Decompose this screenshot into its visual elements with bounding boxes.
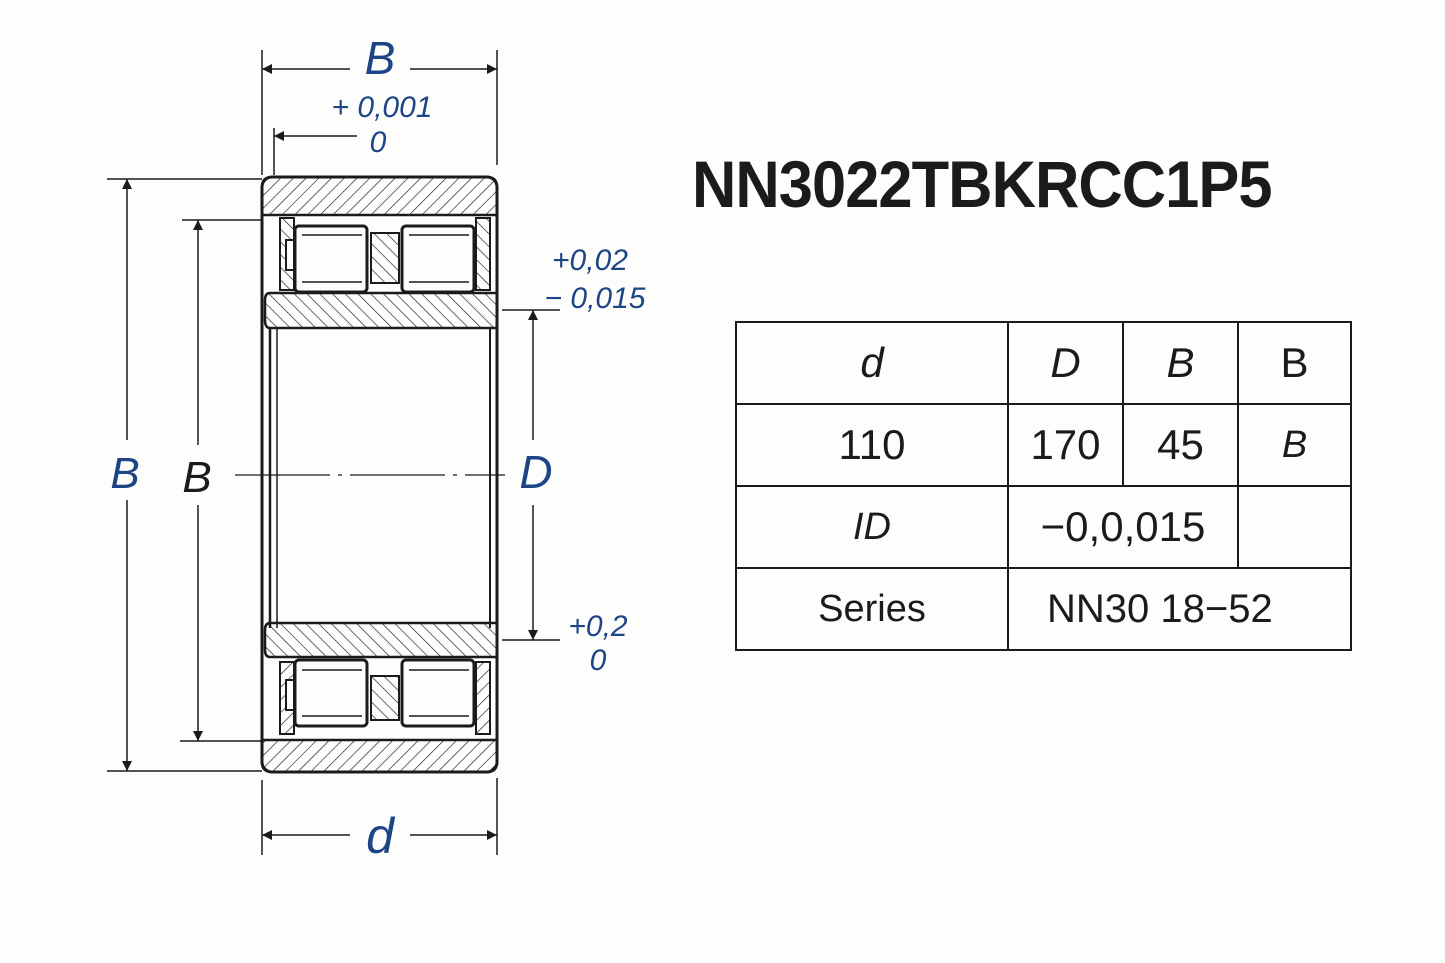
right-tolerance-bottom-upper: +0,2 <box>568 610 628 643</box>
upper-outer-ring <box>260 175 499 217</box>
cell-B-value: 45 <box>1122 403 1239 487</box>
lower-roller-right <box>400 658 476 728</box>
table-header-row: d D B B <box>735 321 1352 405</box>
cell-tolerance-extra <box>1237 485 1352 569</box>
header-B: B <box>1122 321 1239 405</box>
header-B-2: B <box>1237 321 1352 405</box>
cell-tolerance-value: −0,0,015 <box>1007 485 1239 569</box>
cell-B-symbol: B <box>1237 403 1352 487</box>
cell-tolerance-label: ID <box>735 485 1009 569</box>
cell-series-value: NN30 18−52 <box>1007 567 1352 651</box>
table-row: Series NN30 18−52 <box>735 567 1352 651</box>
right-tolerance-bottom-lower: 0 <box>590 644 607 677</box>
cell-series-label: Series <box>735 567 1009 651</box>
header-D: D <box>1007 321 1124 405</box>
table-row: 110 170 45 B <box>735 403 1352 487</box>
table-row: ID −0,0,015 <box>735 485 1352 569</box>
right-tolerance-top-lower: − 0,015 <box>545 282 646 315</box>
right-tolerance-top-upper: +0,02 <box>552 244 628 277</box>
specification-table: d D B B 110 170 45 B ID −0,0,015 Series … <box>735 321 1352 651</box>
top-tolerance-lower: 0 <box>370 126 387 159</box>
left-outer-dimension-label: B <box>110 449 139 498</box>
upper-roller-right <box>400 224 476 294</box>
lower-inner-ring <box>263 621 499 659</box>
lower-outer-ring <box>260 738 499 774</box>
left-inner-dimension-label: B <box>182 453 211 502</box>
top-dimension-label: B <box>365 32 396 84</box>
part-number-title: NN3022TBKRCC1P5 <box>692 147 1273 221</box>
top-tolerance-upper: + 0,001 <box>332 91 433 124</box>
bottom-dimension-label: d <box>366 808 396 864</box>
header-d: d <box>735 321 1009 405</box>
cell-d-value: 110 <box>735 403 1009 487</box>
upper-inner-ring <box>263 291 499 330</box>
right-dimension-label: D <box>519 446 552 498</box>
cell-D-value: 170 <box>1007 403 1124 487</box>
